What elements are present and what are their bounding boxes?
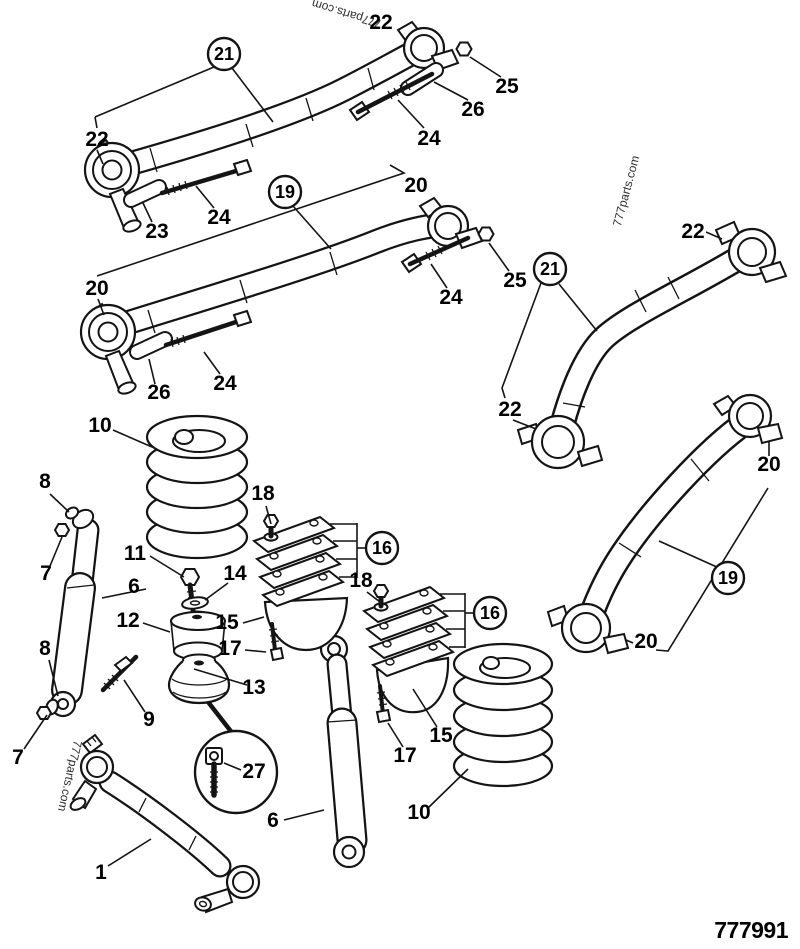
callout-21-top: 21 [214, 44, 234, 64]
callout-20: 20 [634, 630, 657, 653]
bolt-17 [375, 708, 392, 724]
nut-25 [477, 226, 495, 242]
callout-19-right: 19 [718, 568, 738, 588]
circled-callout-16 [364, 530, 400, 566]
callout-10: 10 [407, 801, 430, 824]
callout-7: 7 [12, 746, 24, 769]
callout-16-right: 16 [480, 603, 500, 623]
callout-26: 26 [147, 381, 170, 404]
callout-12: 12 [116, 609, 139, 632]
callout-18: 18 [251, 482, 275, 505]
callout-17: 17 [218, 637, 241, 660]
callout-24: 24 [439, 286, 463, 309]
callout-14: 14 [223, 562, 247, 585]
callout-23: 23 [145, 220, 168, 243]
callout-labels: 21 19 21 19 16 16 22 22 22 22 23 24 24 2… [12, 11, 781, 884]
callout-20: 20 [404, 174, 427, 197]
lower-nut-7 [35, 706, 53, 720]
callout-1: 1 [95, 861, 107, 884]
circled-callout-21 [532, 251, 568, 287]
callout-24: 24 [213, 372, 237, 395]
callout-18: 18 [349, 569, 373, 592]
callout-10: 10 [88, 414, 111, 437]
leader-lines [23, 56, 770, 867]
shock-absorber-6-left [35, 506, 100, 720]
callout-17: 17 [393, 744, 416, 767]
callout-8: 8 [39, 470, 51, 493]
bump-stop-stack-left [251, 514, 349, 662]
bolt-18 [372, 584, 390, 598]
callout-20: 20 [85, 277, 108, 300]
circled-callout-19 [710, 560, 746, 596]
coil-spring-10-left [145, 414, 249, 560]
callout-7: 7 [40, 562, 52, 585]
circled-callout-19 [267, 174, 303, 210]
upper-nut-7 [53, 523, 71, 537]
callout-6: 6 [128, 575, 140, 598]
bolt-18 [262, 514, 280, 528]
callout-22: 22 [498, 398, 521, 421]
circled-callout-16 [472, 595, 508, 631]
callout-22: 22 [85, 128, 108, 151]
bushing-assembly-center [167, 568, 236, 737]
callout-22: 22 [369, 11, 392, 34]
bump-stop-stack-right [361, 584, 456, 724]
callout-8: 8 [39, 637, 51, 660]
torque-rod-19-middle [79, 196, 495, 395]
callout-22: 22 [681, 220, 704, 243]
callout-25: 25 [495, 75, 519, 98]
circled-callout-21 [206, 36, 242, 72]
drag-link-1 [69, 733, 261, 914]
callout-19-middle: 19 [275, 182, 295, 202]
callout-21-right: 21 [540, 259, 560, 279]
callout-9: 9 [143, 708, 155, 731]
callout-13: 13 [242, 676, 265, 699]
bolt-17 [269, 646, 285, 662]
watermark-right: 777parts.com [610, 154, 642, 228]
detail-circle-27 [193, 729, 279, 815]
callout-24: 24 [207, 206, 231, 229]
coil-spring-10-right [452, 642, 554, 788]
callout-24: 24 [417, 127, 441, 150]
callout-26: 26 [461, 98, 484, 121]
part-number: 777991 [714, 917, 788, 943]
callout-25: 25 [503, 269, 527, 292]
callout-15: 15 [429, 724, 453, 747]
callout-27: 27 [242, 760, 265, 783]
callout-11: 11 [124, 542, 147, 565]
callout-15: 15 [215, 611, 239, 634]
bolt-11 [179, 568, 201, 586]
callout-6: 6 [267, 809, 279, 832]
v-torque-rod-21-right [516, 220, 788, 470]
callout-16-left: 16 [372, 538, 392, 558]
stud-9 [100, 654, 139, 693]
callout-20: 20 [757, 453, 780, 476]
nut-25 [455, 41, 473, 57]
torque-rod-19-right [546, 393, 784, 655]
torque-rod-21-top [83, 20, 473, 233]
shock-absorber-6-right [319, 634, 368, 869]
